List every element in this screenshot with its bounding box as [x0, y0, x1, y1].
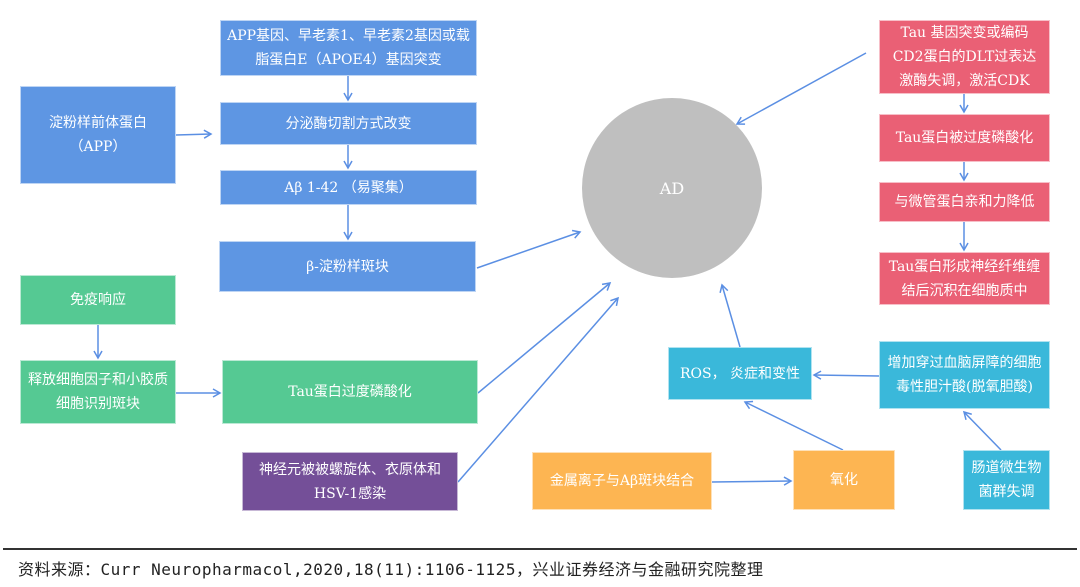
app-label: 淀粉样前体蛋白（APP） [49, 115, 147, 155]
source-note: 资料来源：Curr Neuropharmacol,2020,18(11):110… [18, 560, 764, 579]
tau-phospho-label: Tau蛋白被过度磷酸化 [895, 130, 1034, 146]
gene-mutation-label: APP基因、早老素1、早老素2基因或载脂蛋白E（APOE4）基因突变 [227, 28, 470, 68]
ad-circle: AD [582, 98, 762, 278]
gut-microbe-label: 肠道微生物菌群失调 [971, 460, 1042, 500]
oxidation-label: 氧化 [830, 472, 858, 488]
tau-phospho-box: Tau蛋白被过度磷酸化 [879, 114, 1050, 162]
arrow-ros-to-ad [719, 283, 741, 348]
arrow-plaque-to-ad [476, 229, 582, 269]
tau-hyper-box: Tau蛋白过度磷酸化 [222, 360, 478, 424]
gene-mutation-box: APP基因、早老素1、早老素2基因或载脂蛋白E（APOE4）基因突变 [220, 20, 477, 76]
arrow-microbe-to-bile [962, 410, 1002, 451]
affinity-box: 与微管蛋白亲和力降低 [879, 182, 1050, 222]
arrow-metal-to-oxidation [711, 476, 793, 486]
release-label: 释放细胞因子和小胶质细胞识别斑块 [28, 372, 168, 412]
plaque-label: β-淀粉样斑块 [306, 258, 389, 275]
plaque-box: β-淀粉样斑块 [219, 241, 476, 292]
immune-box: 免疫响应 [20, 275, 176, 325]
infection-box: 神经元被被螺旋体、衣原体和HSV-1感染 [242, 452, 458, 511]
metal-ion-label: 金属离子与Aβ斑块结合 [549, 473, 695, 489]
bile-acid-box: 增加穿过血脑屏障的细胞毒性胆汁酸(脱氧胆酸) [879, 341, 1050, 409]
arrow-bile-to-ros [812, 370, 880, 380]
abeta-box: Aβ 1-42 （易聚集） [220, 170, 477, 205]
arrow-infection-to-ad [457, 296, 619, 483]
infection-label: 神经元被被螺旋体、衣原体和HSV-1感染 [259, 461, 441, 502]
oxidation-box: 氧化 [793, 450, 895, 510]
abeta-label: Aβ 1-42 （易聚集） [284, 179, 413, 196]
ros-label: ROS， 炎症和变性 [679, 365, 801, 382]
ros-box: ROS， 炎症和变性 [668, 347, 812, 400]
gut-microbe-box: 肠道微生物菌群失调 [963, 450, 1050, 510]
arrow-app-to-secretase [175, 129, 213, 139]
affinity-label: 与微管蛋白亲和力降低 [894, 194, 1035, 210]
ad-label: AD [659, 178, 685, 198]
secretase-box: 分泌酶切割方式改变 [220, 102, 477, 145]
arrow-oxidation-to-ros [743, 400, 844, 451]
release-box: 释放细胞因子和小胶质细胞识别斑块 [20, 360, 176, 424]
tau-hyper-label: Tau蛋白过度磷酸化 [288, 384, 412, 400]
tangles-label: Tau蛋白形成神经纤维缠结后沉积在细胞质中 [888, 258, 1041, 299]
app-box: 淀粉样前体蛋白（APP） [20, 86, 176, 184]
bile-acid-label: 增加穿过血脑屏障的细胞毒性胆汁酸(脱氧胆酸) [887, 355, 1042, 395]
metal-ion-box: 金属离子与Aβ斑块结合 [532, 452, 712, 510]
tau-mutation-label: Tau 基因突变或编码CD2蛋白的DLT过表达激酶失调，激活CDK [892, 25, 1037, 89]
arrow-tau-to-ad [477, 282, 612, 394]
secretase-label: 分泌酶切割方式改变 [285, 115, 412, 132]
immune-label: 免疫响应 [70, 292, 126, 308]
tau-mutation-box: Tau 基因突变或编码CD2蛋白的DLT过表达激酶失调，激活CDK [879, 20, 1050, 94]
tangles-box: Tau蛋白形成神经纤维缠结后沉积在细胞质中 [879, 252, 1050, 305]
arrow-tau-mutation-to-ad [735, 52, 867, 125]
footer-divider [3, 548, 1077, 550]
